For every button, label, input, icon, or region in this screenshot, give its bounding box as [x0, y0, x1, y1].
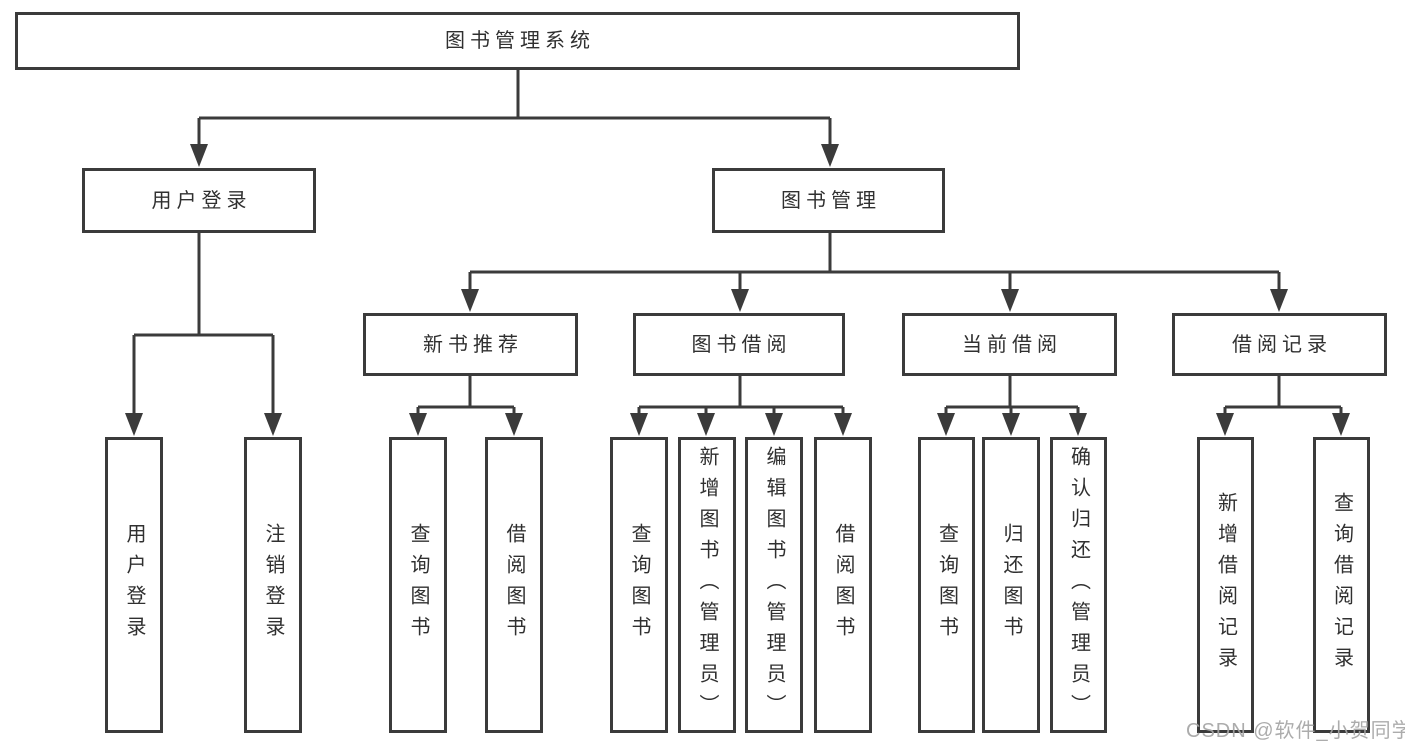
connector-borrowing-records-split — [1223, 376, 1343, 416]
connector-new-book-recommend-split — [416, 376, 516, 416]
node-label: 查询图书 — [407, 523, 429, 647]
connector-book-management-split — [468, 233, 1281, 292]
arrowhead — [1216, 413, 1234, 436]
arrowhead — [1001, 289, 1019, 312]
node-label: 新书推荐 — [423, 333, 523, 356]
node-book-borrowing: 图书借阅 — [633, 313, 845, 376]
node-label: 编辑图书（管理员） — [763, 445, 785, 725]
node-borrowing-records: 借阅记录 — [1172, 313, 1387, 376]
arrowhead — [125, 413, 143, 436]
node-leaf-add-borrow-record: 新增借阅记录 — [1197, 437, 1254, 733]
node-label: 用户登录 — [123, 523, 145, 647]
arrowhead — [505, 413, 523, 436]
connector-current-borrowing-split — [944, 376, 1080, 416]
node-label: 查询图书 — [935, 523, 958, 647]
node-label: 借阅图书 — [503, 523, 525, 647]
node-label: 新增借阅记录 — [1214, 492, 1237, 678]
arrowhead — [630, 413, 648, 436]
node-label: 归还图书 — [1000, 523, 1022, 647]
node-label: 查询图书 — [628, 523, 650, 647]
arrowhead — [1002, 413, 1020, 436]
csdn-watermark: CSDN @软件_小贺同学 — [1186, 720, 1405, 742]
node-leaf-logout: 注销登录 — [244, 437, 302, 733]
node-user-login: 用户登录 — [82, 168, 316, 233]
node-leaf-borrow-books-recommend: 借阅图书 — [485, 437, 543, 733]
node-label: 借阅记录 — [1232, 333, 1332, 356]
node-label: 新增图书（管理员） — [696, 445, 718, 725]
arrowhead — [461, 289, 479, 312]
node-label: 当前借阅 — [962, 333, 1062, 356]
node-leaf-return-books: 归还图书 — [982, 437, 1040, 733]
arrowhead — [190, 144, 208, 167]
node-label: 注销登录 — [262, 523, 284, 647]
arrowhead — [1332, 413, 1350, 436]
node-leaf-query-books-current: 查询图书 — [918, 437, 975, 733]
node-label: 借阅图书 — [832, 523, 854, 647]
node-leaf-add-books-admin: 新增图书（管理员） — [678, 437, 736, 733]
node-label: 确认归还（管理员） — [1067, 445, 1090, 725]
connector-book-borrowing-split — [637, 376, 845, 416]
node-root: 图书管理系统 — [15, 12, 1020, 70]
node-leaf-borrow-books: 借阅图书 — [814, 437, 872, 733]
connector-user-login-split — [132, 233, 275, 416]
node-label: 图书管理系统 — [445, 30, 595, 52]
arrowhead — [1069, 413, 1087, 436]
arrowhead — [834, 413, 852, 436]
node-leaf-query-borrow-record: 查询借阅记录 — [1313, 437, 1370, 733]
node-book-management: 图书管理 — [712, 168, 945, 233]
node-label: 图书管理 — [781, 189, 881, 212]
arrowhead — [731, 289, 749, 312]
node-leaf-edit-books-admin: 编辑图书（管理员） — [745, 437, 803, 733]
node-label: 用户登录 — [151, 189, 252, 212]
arrowhead — [264, 413, 282, 436]
node-leaf-user-login: 用户登录 — [105, 437, 163, 733]
arrowhead — [697, 413, 715, 436]
node-leaf-query-books-recommend: 查询图书 — [389, 437, 447, 733]
arrowhead — [1270, 289, 1288, 312]
arrowhead — [937, 413, 955, 436]
node-new-book-recommend: 新书推荐 — [363, 313, 578, 376]
arrowhead — [409, 413, 427, 436]
node-label: 查询借阅记录 — [1330, 492, 1353, 678]
node-leaf-confirm-return-admin: 确认归还（管理员） — [1050, 437, 1107, 733]
arrowhead — [765, 413, 783, 436]
connector-root-split — [197, 70, 832, 147]
node-leaf-query-books-borrowing: 查询图书 — [610, 437, 668, 733]
node-current-borrowing: 当前借阅 — [902, 313, 1117, 376]
arrowhead — [821, 144, 839, 167]
node-label: 图书借阅 — [691, 333, 792, 356]
